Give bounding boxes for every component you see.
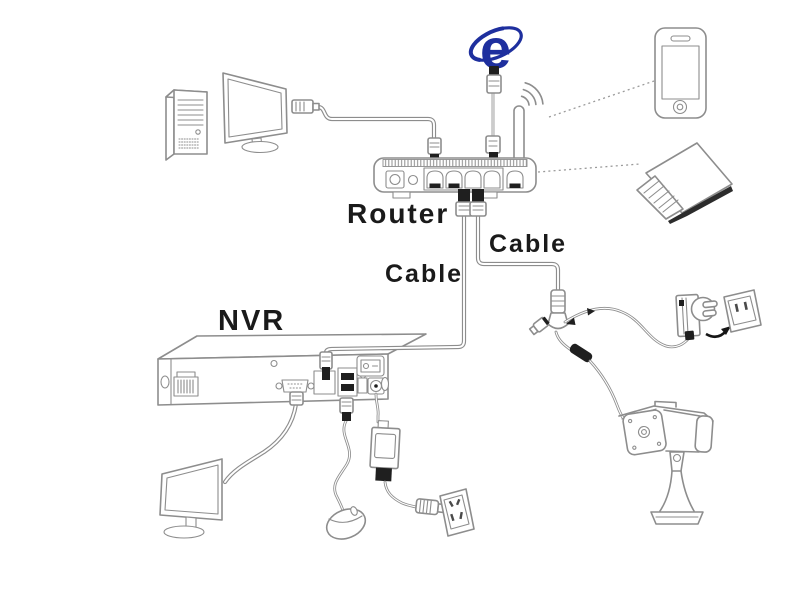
power-adapter-icon — [369, 420, 418, 509]
arrow-icon — [721, 326, 731, 335]
vga-monitor-icon — [159, 458, 223, 539]
camera-wall-socket-icon — [723, 289, 762, 333]
dc-jack — [367, 377, 385, 395]
reset-button — [407, 174, 419, 186]
arrow-icon — [566, 317, 576, 325]
cable-label-bottom: Cable — [385, 260, 463, 288]
vga-port-icon — [275, 379, 315, 393]
wifi-router-icon — [373, 82, 544, 199]
cable-internet — [485, 66, 502, 166]
cable-router-nvr — [319, 189, 473, 380]
arrow-icon — [587, 308, 595, 316]
usb-ports — [337, 367, 358, 397]
desktop-tower-icon — [165, 89, 208, 161]
router-label: Router — [347, 198, 449, 229]
laptop-icon — [636, 142, 733, 224]
scroll-wheel — [350, 506, 358, 516]
usb-mouse-icon — [325, 397, 367, 540]
monitor-icon — [222, 72, 288, 154]
dotted-link-laptop — [537, 163, 641, 173]
power-port — [385, 170, 405, 189]
power-switch — [356, 355, 385, 377]
nvr-label: NVR — [218, 305, 285, 337]
ethernet-cable-pc — [291, 99, 442, 167]
wan-port — [506, 170, 524, 189]
smartphone-icon — [654, 27, 707, 119]
camera-power-adapter-icon — [675, 293, 718, 341]
wifi-signal-icon — [520, 82, 544, 106]
bullet-camera-icon — [618, 400, 714, 525]
dc-plug-icon — [528, 316, 550, 336]
power-arrow — [705, 326, 731, 339]
wall-socket-icon — [439, 488, 475, 537]
cable-label-top: Cable — [489, 230, 567, 258]
power-cable-camera — [563, 307, 691, 349]
cable-gland — [637, 425, 651, 439]
mounting-ear — [380, 376, 390, 392]
vga-cable — [222, 391, 304, 485]
mounting-ear — [160, 375, 170, 389]
internet-explorer-icon: e — [468, 17, 523, 80]
dc-power-cable — [374, 392, 380, 424]
terminal-block — [173, 371, 199, 397]
camera-bracket — [650, 451, 704, 525]
dotted-link-phone — [548, 80, 655, 118]
cable-router-camera — [469, 189, 691, 432]
